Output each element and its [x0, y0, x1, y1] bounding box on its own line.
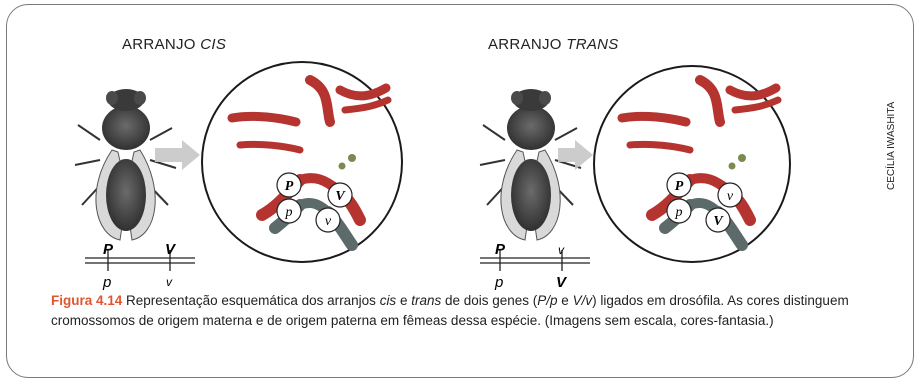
- trans-allele-circles: P p v V: [666, 172, 743, 233]
- trans-circle-p: p: [675, 205, 683, 220]
- cis-title: ARRANJO CIS: [122, 36, 227, 53]
- svg-text:V: V: [165, 241, 177, 258]
- trans-fly: [479, 89, 582, 241]
- cis-allele-circles: P p V v: [276, 172, 353, 233]
- cis-circle-V: V: [335, 189, 346, 204]
- svg-text:P: P: [103, 241, 114, 258]
- figure-frame: [6, 4, 914, 378]
- photo-credit: CECÍLIA IWASHITA: [886, 101, 897, 190]
- cis-fly: [74, 89, 177, 241]
- cis-circle-P: P: [285, 179, 294, 194]
- figure-caption: Figura 4.14 Representação esquemática do…: [51, 293, 849, 328]
- svg-text:V: V: [556, 274, 568, 291]
- trans-gene-map: P v p V: [480, 241, 590, 291]
- cis-gene-map: P V p v: [85, 241, 195, 291]
- figure-label: Figura 4.14: [51, 293, 123, 308]
- svg-text:v: v: [166, 275, 173, 289]
- cis-arrow: [155, 140, 200, 170]
- trans-circle-V: V: [713, 214, 724, 229]
- trans-title: ARRANJO TRANS: [488, 36, 619, 53]
- trans-arrow: [558, 140, 593, 170]
- svg-text:v: v: [558, 243, 565, 257]
- trans-circle-v: v: [727, 189, 734, 204]
- cis-circle-v: v: [325, 214, 332, 229]
- svg-text:p: p: [494, 274, 503, 291]
- cis-circle-p: p: [285, 205, 293, 220]
- svg-text:P: P: [495, 241, 506, 258]
- trans-circle-P: P: [675, 179, 684, 194]
- svg-text:p: p: [102, 274, 111, 291]
